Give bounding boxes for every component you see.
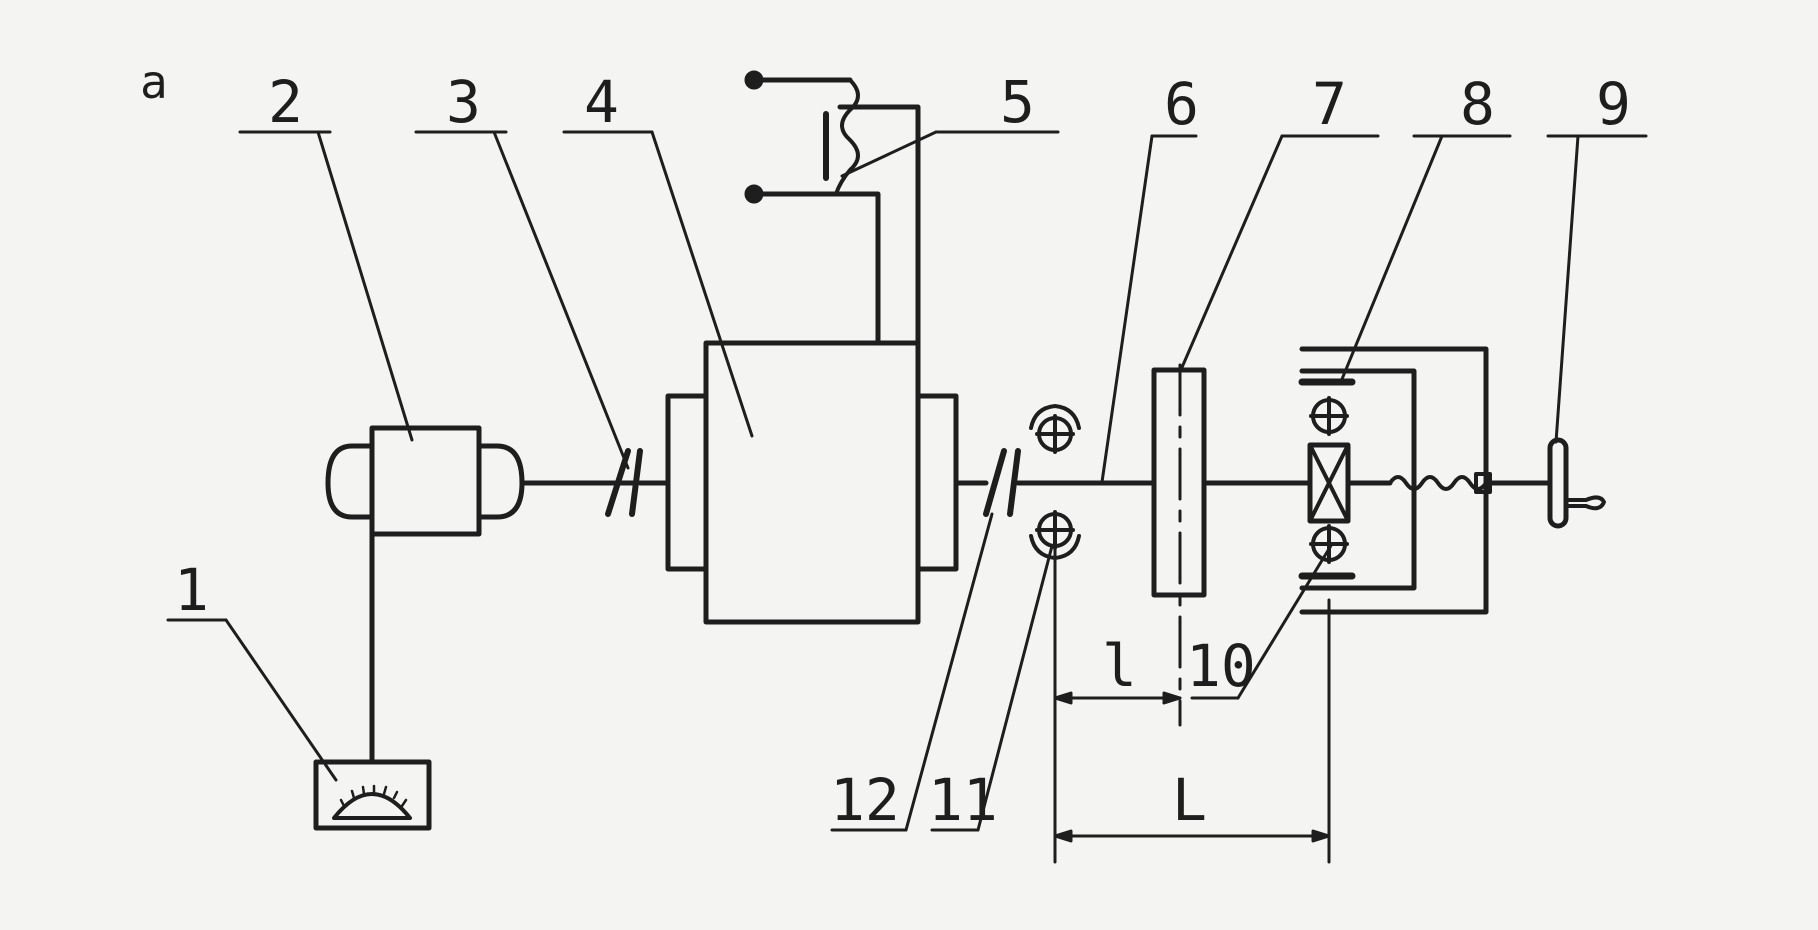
coupling-12	[983, 448, 1021, 517]
label-2: 2	[268, 68, 303, 136]
label-8: 8	[1460, 70, 1495, 138]
corner-label: a	[140, 55, 168, 109]
label-4: 4	[584, 68, 619, 136]
label-3: 3	[446, 68, 481, 136]
label-12: 12	[830, 766, 900, 834]
dimension-lines	[1053, 546, 1331, 864]
label-9: 9	[1596, 70, 1631, 138]
label-10: 10	[1186, 632, 1256, 700]
dynamometer-motor	[325, 425, 525, 537]
indicator-meter	[313, 759, 432, 831]
terminal-top	[744, 70, 764, 90]
meter-scale	[339, 784, 408, 808]
dimension-long-label: L	[1172, 766, 1207, 834]
supply-wiring	[833, 104, 921, 346]
handwheel-9	[1547, 437, 1606, 529]
label-11: 11	[928, 766, 998, 834]
disc-7	[1151, 363, 1313, 727]
leader-lines	[166, 130, 1648, 832]
terminal-bottom	[744, 184, 764, 204]
screw-rod	[1345, 472, 1553, 494]
label-7: 7	[1312, 70, 1347, 138]
label-6: 6	[1164, 70, 1199, 138]
dimension-short-label: l	[1102, 632, 1137, 700]
label-1: 1	[174, 556, 209, 624]
label-5: 5	[1000, 68, 1035, 136]
coil-5	[751, 77, 860, 197]
